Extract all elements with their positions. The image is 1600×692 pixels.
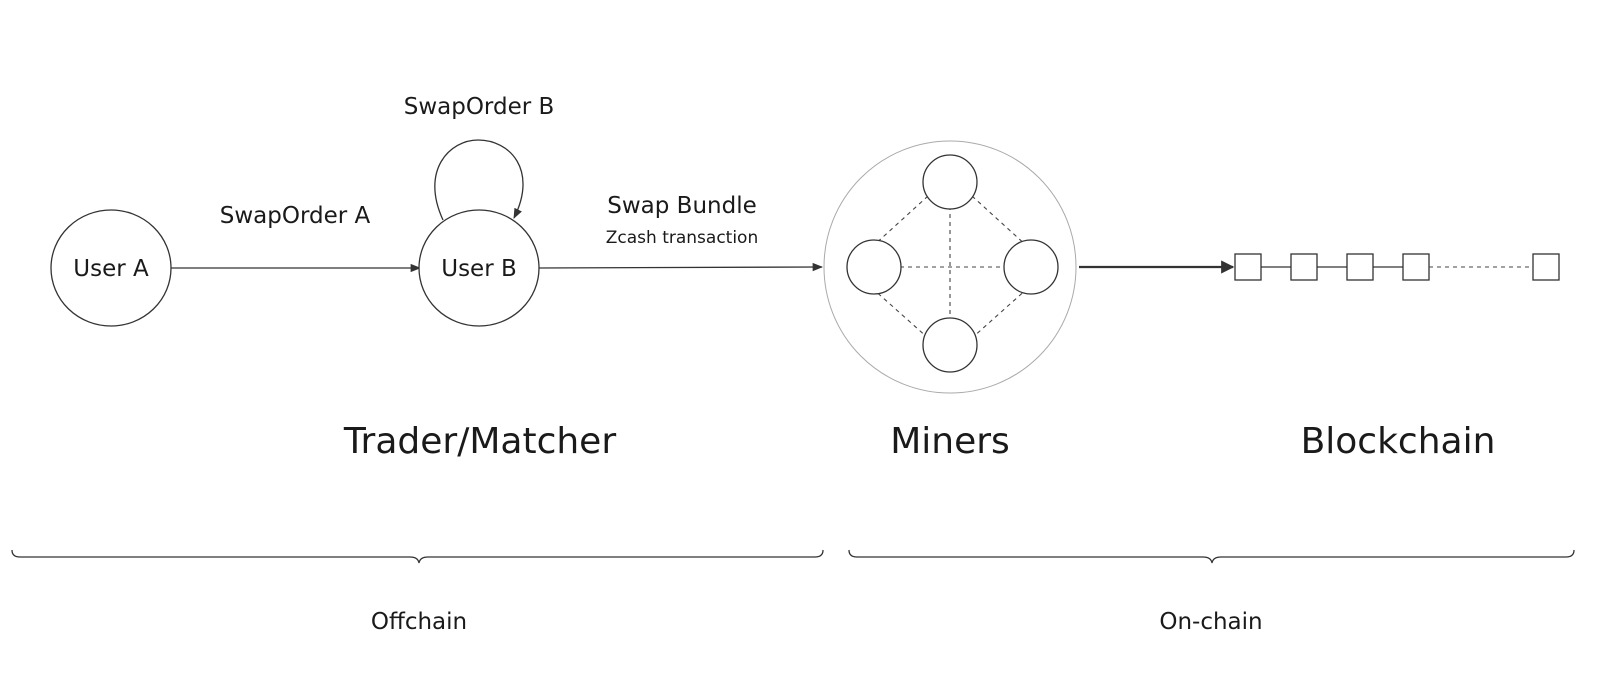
user-a-label: User A bbox=[73, 256, 149, 282]
user-b-label: User B bbox=[441, 256, 517, 282]
block bbox=[1346, 253, 1374, 281]
block bbox=[1402, 253, 1430, 281]
miners-pool bbox=[823, 140, 1077, 394]
onchain-brace bbox=[848, 549, 1575, 564]
swap-order-a-label: SwapOrder A bbox=[220, 203, 371, 229]
zcash-transaction-label: Zcash transaction bbox=[606, 228, 758, 248]
user-b-node: User B bbox=[418, 209, 540, 327]
block bbox=[1532, 253, 1560, 281]
miner-node-left bbox=[846, 239, 902, 295]
swap-order-b-loop-arrow bbox=[434, 139, 524, 221]
trader-matcher-title: Trader/Matcher bbox=[343, 421, 616, 462]
swap-bundle-label: Swap Bundle bbox=[607, 193, 757, 219]
blockchain-chain bbox=[1234, 253, 1560, 281]
swap-bundle-arrow bbox=[538, 262, 824, 272]
user-a-node: User A bbox=[50, 209, 172, 327]
miner-node-right bbox=[1003, 239, 1059, 295]
block bbox=[1234, 253, 1262, 281]
miner-node-top bbox=[922, 154, 978, 210]
swap-order-b-label: SwapOrder B bbox=[404, 94, 555, 120]
offchain-label: Offchain bbox=[371, 609, 467, 635]
onchain-label: On-chain bbox=[1159, 609, 1262, 635]
block bbox=[1290, 253, 1318, 281]
miner-node-bottom bbox=[922, 317, 978, 373]
miners-title: Miners bbox=[890, 421, 1010, 462]
blockchain-title: Blockchain bbox=[1301, 421, 1496, 462]
offchain-brace bbox=[11, 549, 824, 564]
